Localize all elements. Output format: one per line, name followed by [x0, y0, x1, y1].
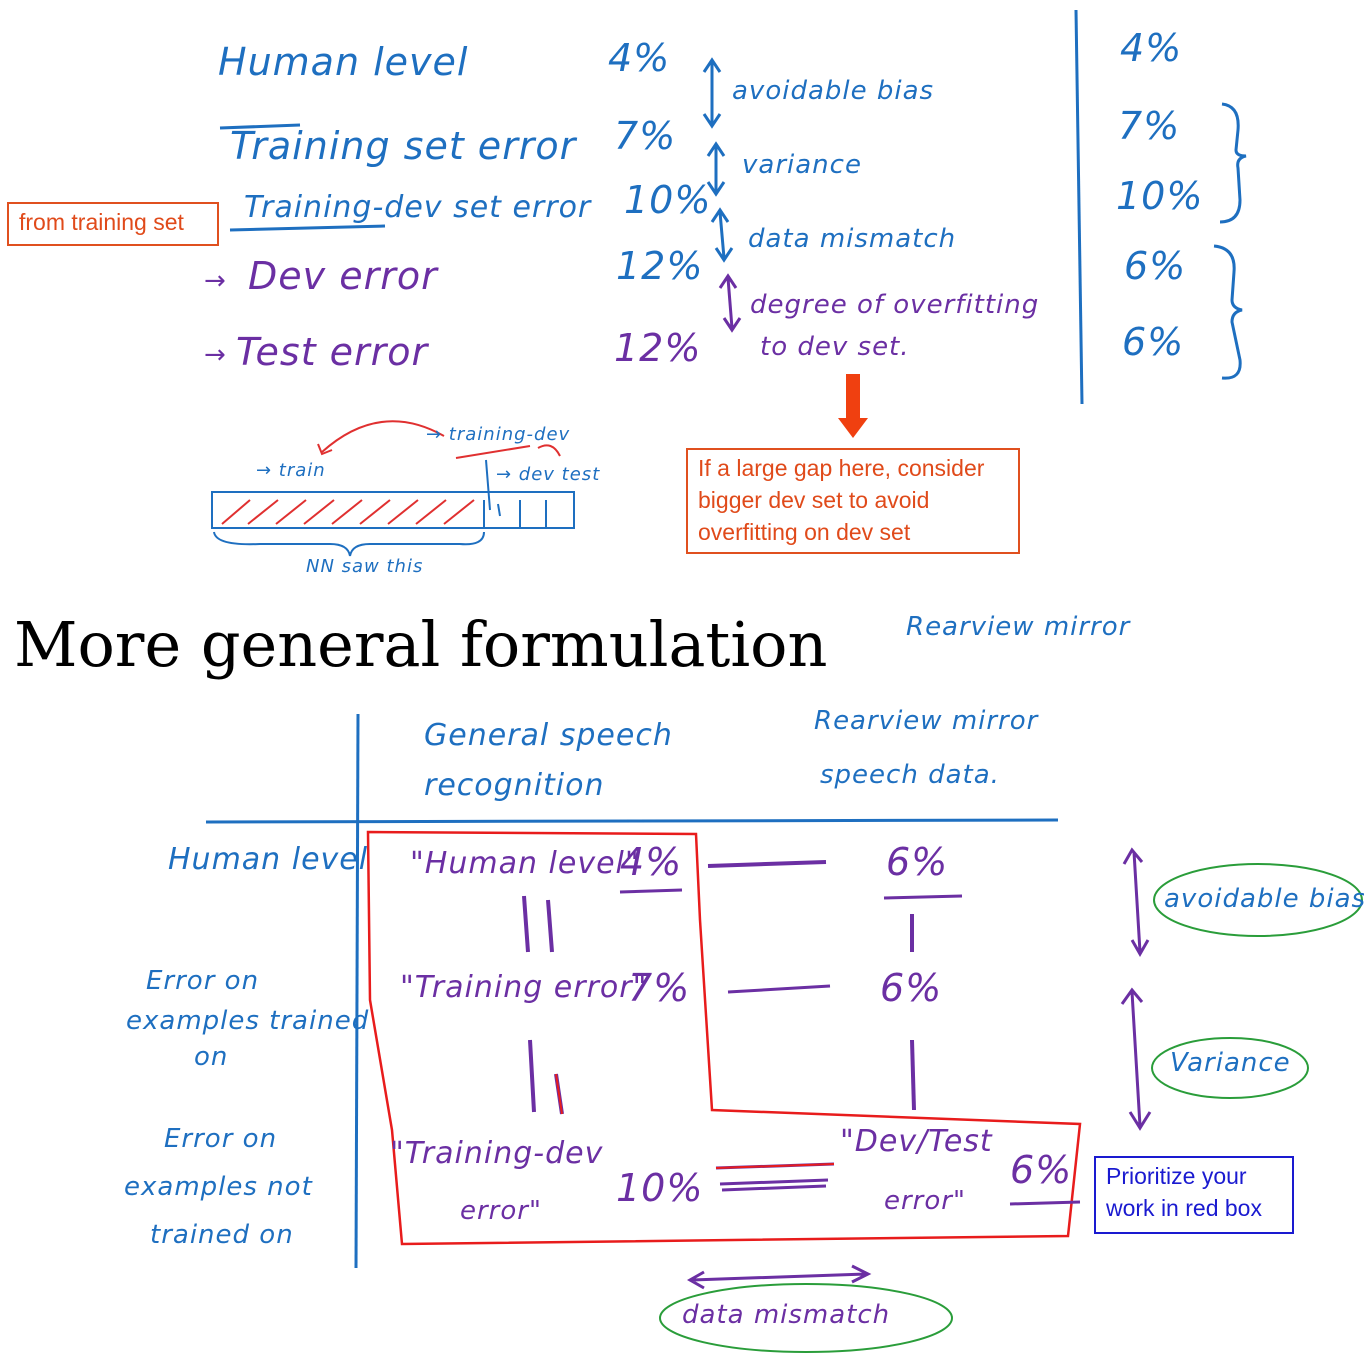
- cell-training-label: "Training error": [400, 970, 648, 1005]
- cell-training-dev-label-1: "Training-dev: [390, 1136, 604, 1171]
- row-label-training-dev: Training-dev set error: [244, 190, 592, 225]
- right-value-5: 6%: [1122, 320, 1185, 364]
- row-label-human: Human level: [218, 40, 469, 84]
- row-header-trained-3: on: [194, 1042, 229, 1072]
- row-label-test: Test error: [236, 330, 429, 374]
- split-label-dev-test: → dev test: [496, 464, 601, 485]
- human-value-underline: [619, 888, 683, 894]
- avoidable-bias-side-arrow: [1122, 847, 1150, 958]
- gap-avoidable-bias: avoidable bias: [732, 76, 935, 106]
- train-hatch: [221, 499, 475, 525]
- right-value-2: 7%: [1118, 104, 1181, 148]
- row-label-dev: Dev error: [248, 254, 438, 298]
- row-header-human: Human level: [168, 842, 369, 877]
- dev-arrow: →: [204, 266, 227, 296]
- cell-training-dev-value: 10%: [616, 1166, 704, 1210]
- table-horizontal: [205, 818, 1059, 824]
- slide-title: More general formulation: [14, 608, 828, 681]
- human-equals-bar: [522, 895, 554, 953]
- cell-dev-test-value: 6%: [1010, 1148, 1073, 1192]
- rearview-note: Rearview mirror: [906, 612, 1131, 642]
- rear-human-underline: [883, 894, 963, 900]
- row-header-not-trained-3: trained on: [150, 1220, 294, 1250]
- nn-brace: [213, 531, 485, 557]
- value-training-dev: 10%: [624, 178, 712, 222]
- dev-test-underline: [1009, 1200, 1081, 1206]
- data-mismatch-oval: [659, 1283, 953, 1353]
- variance-side-arrow: [1120, 987, 1152, 1131]
- split-label-training-dev: → training-dev: [426, 424, 571, 445]
- right-value-3: 10%: [1116, 174, 1204, 218]
- row-header-not-trained-1: Error on: [164, 1124, 278, 1154]
- cell-human-label: "Human level": [410, 846, 640, 881]
- avoidable-bias-oval: [1153, 863, 1363, 937]
- test-arrow: →: [204, 340, 227, 370]
- human-connector: [707, 860, 827, 868]
- right-value-1: 4%: [1120, 26, 1183, 70]
- cell-dev-test-label-1: "Dev/Test: [840, 1124, 993, 1159]
- split-curve-arrow: [321, 420, 445, 453]
- training-underline: [219, 123, 301, 130]
- col-header-general-2: recognition: [424, 768, 605, 803]
- table-vertical: [354, 713, 360, 1269]
- callout-prioritize: Prioritize your work in red box: [1094, 1156, 1294, 1234]
- split-label-train: → train: [256, 460, 326, 481]
- data-mismatch-arrow: [710, 207, 734, 263]
- col-header-general-1: General speech: [424, 718, 673, 753]
- rear-bar-2: [910, 1039, 916, 1111]
- row-label-training: Training set error: [230, 124, 577, 168]
- split-bar: [211, 491, 575, 529]
- gap-data-mismatch: data mismatch: [748, 224, 957, 254]
- label-data-mismatch: data mismatch: [682, 1300, 891, 1330]
- red-box: [366, 830, 1082, 1246]
- training-dev-underline: [229, 224, 386, 232]
- rear-training-value: 6%: [880, 966, 943, 1010]
- row-header-trained-2: examples trained: [126, 1006, 370, 1036]
- variance-oval: [1151, 1037, 1309, 1099]
- callout-large-gap: If a large gap here, consider bigger dev…: [686, 448, 1020, 554]
- row-header-trained-1: Error on: [146, 966, 260, 996]
- gap-overfitting: degree of overfitting: [750, 290, 1040, 320]
- label-variance: Variance: [1170, 1048, 1291, 1078]
- value-test: 12%: [614, 326, 702, 370]
- top-divider: [1074, 9, 1084, 405]
- split-label-nn-saw: NN saw this: [306, 556, 424, 577]
- label-avoidable-bias: avoidable bias: [1164, 884, 1364, 914]
- down-arrow-head: [838, 418, 868, 438]
- row-header-not-trained-2: examples not: [124, 1172, 313, 1202]
- brace-lower: [1213, 244, 1243, 380]
- data-mismatch-arrow-bottom: [686, 1264, 872, 1290]
- cell-dev-test-label-2: error": [884, 1186, 966, 1216]
- gap-overfitting-line2: to dev set.: [760, 332, 910, 362]
- overfitting-arrow: [718, 273, 742, 333]
- down-arrow-shaft: [846, 374, 860, 418]
- gap-variance: variance: [742, 150, 862, 180]
- value-dev: 12%: [616, 244, 704, 288]
- variance-arrow: [706, 141, 726, 197]
- callout-from-training-set: from training set: [7, 202, 219, 246]
- cell-training-value: 7%: [628, 966, 691, 1010]
- cell-training-dev-label-2: error": [460, 1196, 542, 1226]
- rear-human-value: 6%: [886, 840, 949, 884]
- brace-upper: [1219, 102, 1247, 224]
- col-header-rearview-2: speech data.: [820, 760, 1000, 790]
- value-training: 7%: [614, 114, 677, 158]
- right-value-4: 6%: [1124, 244, 1187, 288]
- cell-human-value: 4%: [620, 840, 683, 884]
- training-connector: [727, 984, 831, 994]
- avoidable-bias-arrow: [702, 57, 722, 129]
- value-human: 4%: [608, 36, 671, 80]
- col-header-rearview-1: Rearview mirror: [814, 706, 1039, 736]
